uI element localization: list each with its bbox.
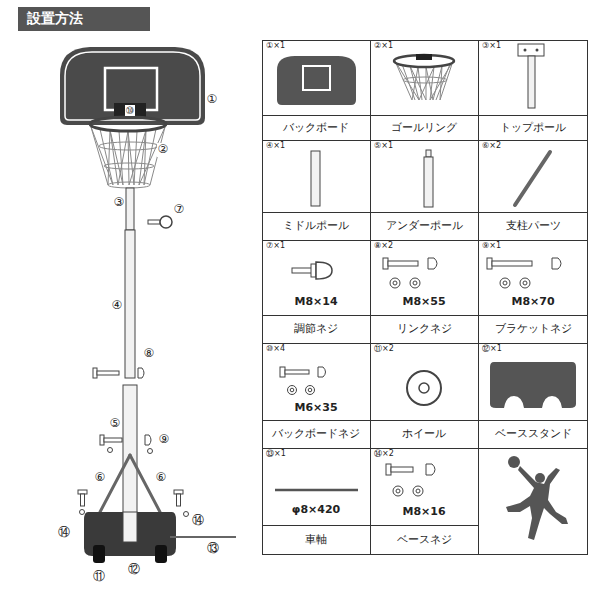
screw-size: M8×16 — [402, 506, 445, 518]
part-name: トップポール — [500, 122, 566, 134]
part-name: ホイール — [402, 428, 446, 440]
title-band — [18, 7, 150, 31]
part-count: ①×1 — [266, 42, 285, 51]
table-grid — [262, 40, 588, 555]
callout-number: ⑤ — [109, 417, 122, 430]
part-name: アンダーポール — [386, 220, 463, 232]
part-name: バックボード — [283, 122, 349, 134]
callout-number: ⑪ — [92, 570, 106, 583]
callout-number: ⑧ — [143, 347, 156, 360]
part-name: 支柱パーツ — [506, 220, 561, 232]
hoop-illustration — [60, 47, 236, 563]
part-count: ⑬×1 — [266, 450, 286, 459]
part-name: ブラケットネジ — [495, 323, 572, 335]
title-text: 設置方法 — [27, 11, 83, 26]
callout-number: ⑥ — [155, 471, 168, 484]
callout-number: ⑭ — [57, 526, 71, 539]
callout-number: ① — [206, 93, 219, 106]
screw-size: M8×14 — [294, 296, 337, 308]
part-name: ベースネジ — [397, 534, 452, 546]
screw-size: M8×55 — [402, 296, 445, 308]
player-silhouette — [506, 456, 568, 540]
callout-number: ② — [157, 143, 170, 156]
part-count: ③×1 — [482, 42, 501, 51]
part-count: ⑤×1 — [374, 142, 393, 151]
part-count: ⑪×2 — [374, 345, 394, 354]
callout-number: ⑨ — [158, 433, 171, 446]
part-count: ⑩×4 — [266, 345, 285, 354]
callout-number: ⑬ — [206, 542, 220, 555]
part-count: ⑨×1 — [482, 242, 501, 251]
part-name: ミドルポール — [283, 220, 349, 232]
screw-size: φ8×420 — [292, 504, 340, 516]
part-pictures — [275, 44, 576, 540]
callout-number: ⑥ — [94, 471, 107, 484]
part-count: ②×1 — [374, 42, 393, 51]
callout-number: ⑩ — [125, 105, 136, 116]
callout-number: ⑦ — [173, 203, 186, 216]
part-name: リンクネジ — [397, 323, 452, 335]
screw-size: M8×70 — [511, 296, 554, 308]
part-name: 調節ネジ — [294, 323, 338, 335]
callout-number: ④ — [111, 299, 124, 312]
part-name: バックボードネジ — [272, 428, 360, 440]
part-count: ⑧×2 — [374, 242, 393, 251]
part-count: ⑥×2 — [482, 142, 501, 151]
part-name: ベーススタンド — [495, 428, 572, 440]
part-count: ⑭×2 — [374, 450, 394, 459]
screw-size: M6×35 — [294, 402, 337, 414]
part-count: ④×1 — [266, 142, 285, 151]
part-name: 車軸 — [305, 534, 327, 546]
part-count: ⑫×1 — [482, 345, 502, 354]
callout-number: ⑭ — [191, 514, 205, 527]
callout-number: ⑫ — [127, 563, 141, 576]
part-name: ゴールリング — [391, 122, 457, 134]
callout-number: ③ — [113, 196, 126, 209]
part-count: ⑦×1 — [266, 242, 285, 251]
